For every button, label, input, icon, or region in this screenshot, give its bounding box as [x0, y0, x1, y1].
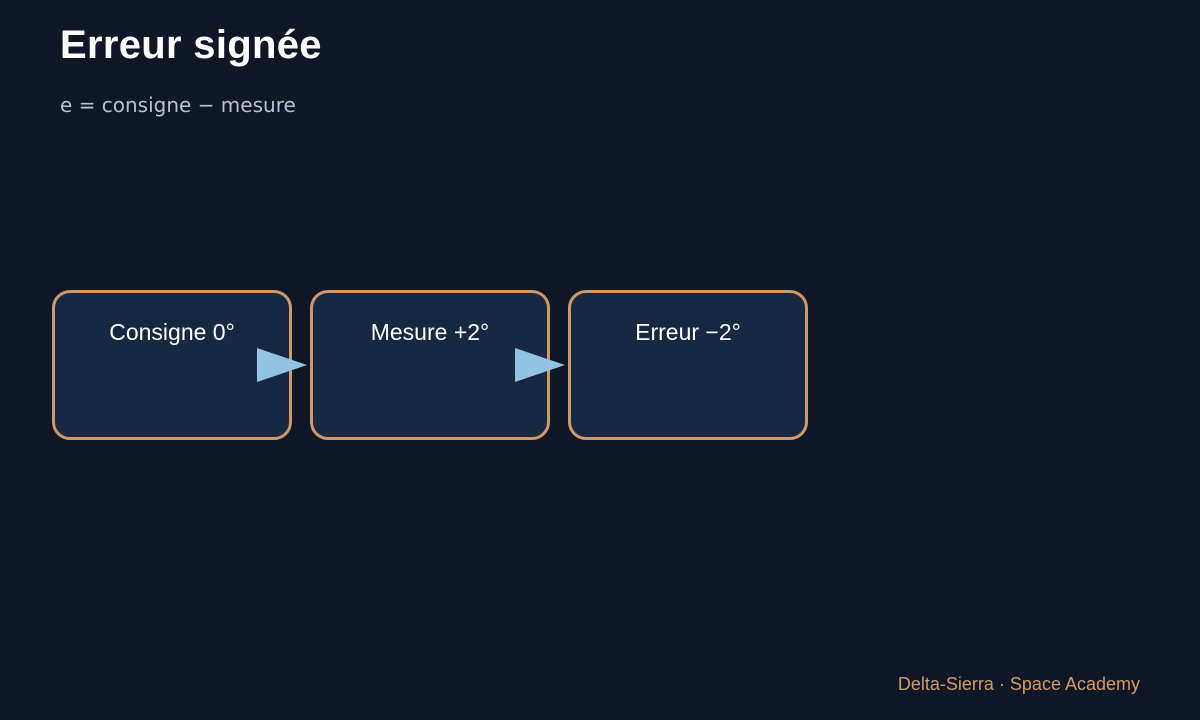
setpoint-node: Consigne 0°	[52, 290, 292, 440]
error-node-label: Erreur −2°	[635, 319, 741, 345]
slide-title: Erreur signée	[60, 23, 322, 67]
arrow-right-icon	[515, 348, 565, 382]
measurement-node-label: Mesure +2°	[370, 319, 490, 345]
setpoint-node-label: Consigne 0°	[109, 319, 235, 345]
footer-credit: Delta-Sierra · Space Academy	[897, 674, 1140, 694]
measurement-node: Mesure +2°	[310, 290, 550, 440]
error-formula: e = consigne − mesure	[60, 93, 296, 117]
arrow-right-icon	[257, 348, 307, 382]
error-node: Erreur −2°	[568, 290, 808, 440]
